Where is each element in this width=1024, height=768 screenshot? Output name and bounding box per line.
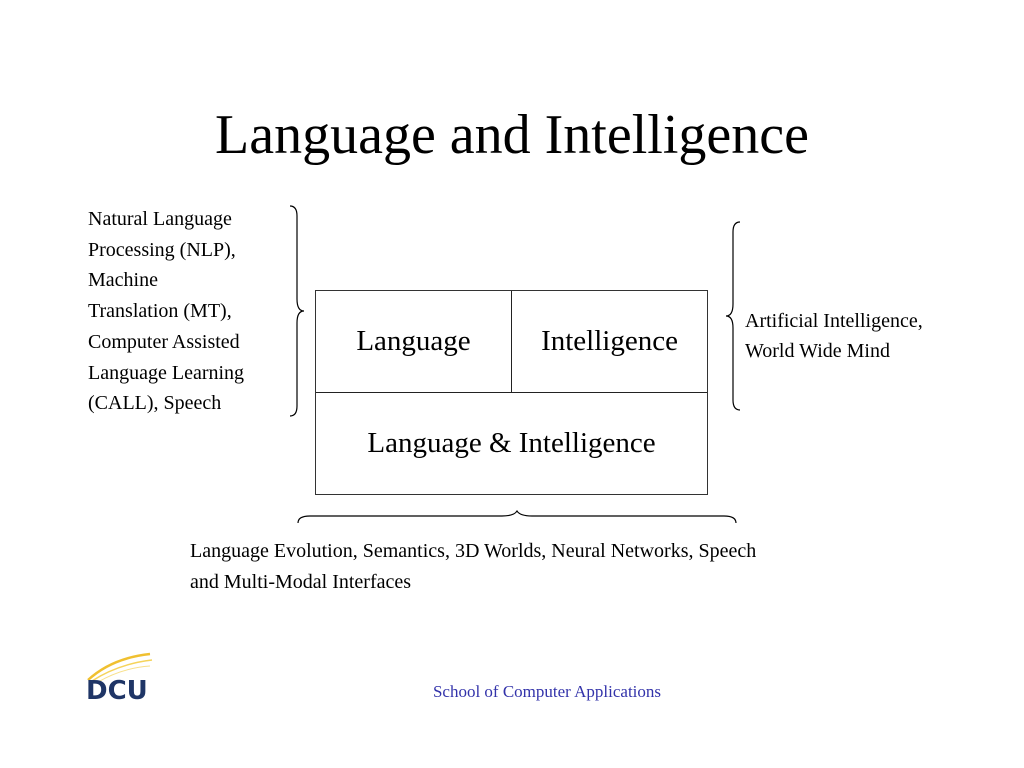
logo-swoosh-icon [87, 652, 153, 683]
bottom-annotation-line: Language Evolution, Semantics, 3D Worlds… [190, 540, 757, 562]
right-annotation-line: World Wide Mind [745, 340, 890, 362]
cell-language-label: Language [356, 325, 471, 357]
bottom-brace-icon [297, 509, 737, 524]
left-brace-icon [289, 205, 305, 417]
left-annotation-line: Natural Language [88, 208, 232, 230]
left-annotation-line: Machine [88, 269, 158, 292]
dcu-logo: DCU [82, 650, 157, 710]
bottom-annotation: Language Evolution, Semantics, 3D Worlds… [190, 536, 950, 598]
right-annotation: Artificial Intelligence, World Wide Mind [745, 306, 1005, 366]
left-annotation-line: Computer Assisted [88, 330, 240, 353]
left-annotation-line: Translation (MT), [88, 300, 232, 323]
cell-combined-label: Language & Intelligence [367, 427, 656, 459]
slide-title: Language and Intelligence [215, 104, 809, 166]
left-annotation-line: (CALL), Speech [88, 392, 222, 415]
right-brace-icon [725, 221, 741, 411]
left-annotation-line: Language Learning [88, 361, 245, 384]
cell-language-and-intelligence: Language & Intelligence [316, 393, 707, 494]
footer-text: School of Computer Applications [432, 682, 662, 701]
right-annotation-line: Artificial Intelligence, [745, 310, 923, 332]
language-intelligence-diagram: Language Intelligence Language & Intelli… [315, 290, 708, 495]
bottom-annotation-line: and Multi-Modal Interfaces [190, 571, 412, 593]
left-annotation-line: Processing (NLP), [88, 238, 236, 261]
cell-language: Language [316, 291, 512, 393]
logo-text: DCU [86, 676, 148, 706]
left-annotation: Natural Language Processing (NLP), Machi… [88, 204, 298, 419]
cell-intelligence-label: Intelligence [541, 325, 678, 357]
cell-intelligence: Intelligence [512, 291, 707, 393]
